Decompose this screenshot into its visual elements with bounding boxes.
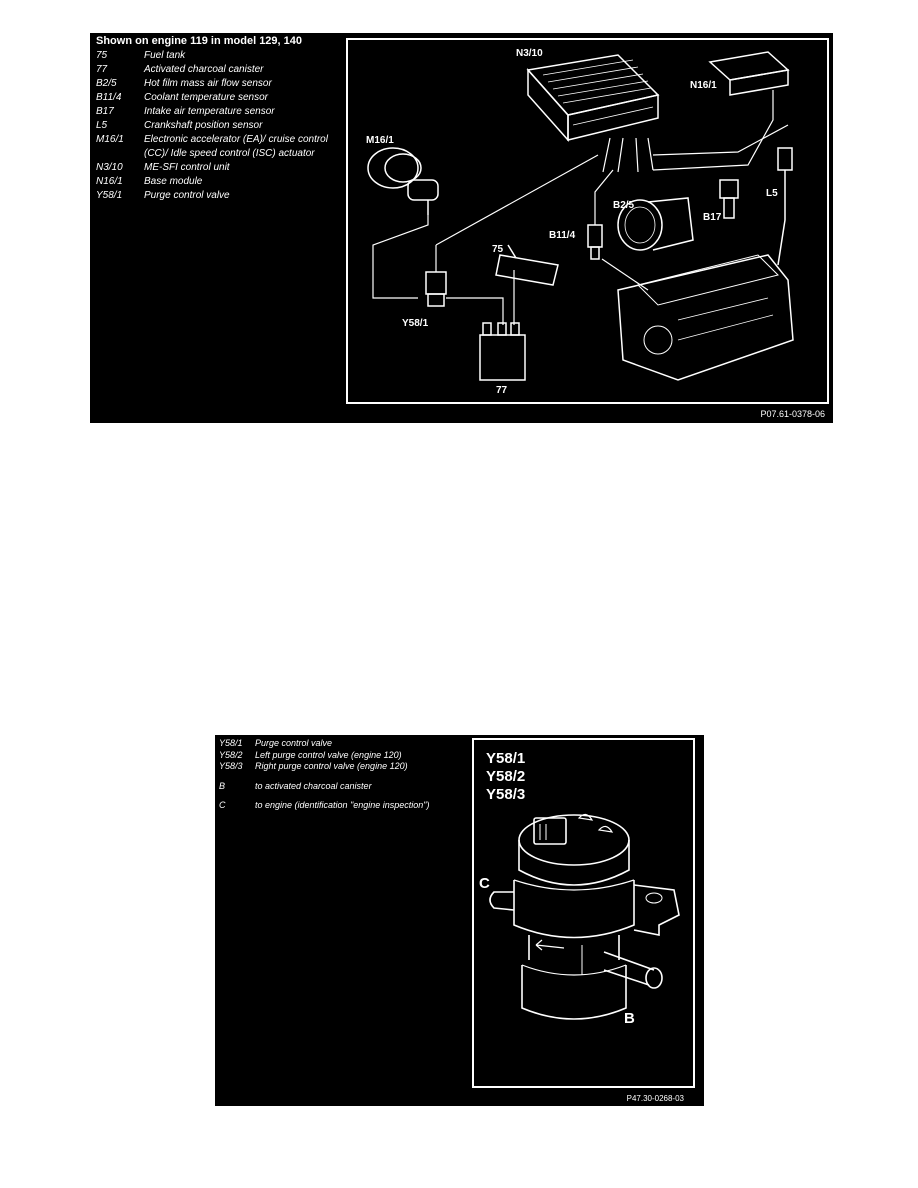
legend-row: Y58/1 Purge control valve (96, 189, 341, 203)
illustration-panel: Y58/1 Y58/2 Y58/3 (472, 738, 695, 1088)
legend-desc: Activated charcoal canister (144, 64, 264, 75)
engine-schematic-illustration (367, 51, 794, 381)
label-m16-1: M16/1 (366, 135, 394, 146)
label-75: 75 (492, 244, 504, 255)
legend-desc: Base module (144, 176, 203, 187)
legend-code: M16/1 (96, 134, 124, 145)
label-y58-1: Y58/1 (402, 318, 429, 329)
purge-valve-icon (425, 271, 447, 307)
legend-row: L5 Crankshaft position sensor (96, 119, 341, 133)
legend-desc: Left purge control valve (engine 120) (255, 749, 402, 760)
engine-component-diagram: Shown on engine 119 in model 129, 140 75… (90, 33, 833, 423)
label-n16-1: N16/1 (690, 80, 717, 91)
legend-code: Y58/1 (96, 190, 123, 201)
legend-desc: to activated charcoal canister (255, 780, 372, 791)
purge-valve-diagram: Y58/1 Purge control valve Y58/2 Left purge… (215, 735, 704, 1106)
fuel-tank-icon (495, 244, 559, 286)
label-y58-2: Y58/2 (486, 768, 526, 785)
legend-desc: Purge control valve (255, 738, 333, 748)
figure-id: P07.61-0378-06 (760, 409, 825, 419)
legend-row: N16/1 Base module (96, 175, 341, 189)
label-y58-3: Y58/3 (486, 786, 526, 803)
label-y58-1: Y58/1 (486, 750, 526, 767)
legend-desc: Electronic accelerator (EA)/ cruise cont… (144, 134, 328, 159)
engine-block-icon (617, 254, 794, 381)
legend-row: 77 Activated charcoal canister (96, 63, 341, 77)
label-b: B (624, 1010, 635, 1027)
legend-row: B2/5 Hot film mass air flow sensor (96, 77, 341, 91)
legend-row: N3/10 ME-SFI control unit (96, 161, 341, 175)
label-l5: L5 (766, 188, 778, 199)
legend-code: B17 (96, 106, 114, 117)
legend-desc: Purge control valve (144, 190, 230, 201)
legend-code: Y58/1 (219, 738, 243, 748)
air-flow-sensor-icon (617, 197, 694, 251)
legend-row: B11/4 Coolant temperature sensor (96, 91, 341, 105)
label-b11-4: B11/4 (549, 230, 576, 241)
legend-desc: Fuel tank (144, 50, 186, 61)
legend-row: 75 Fuel tank (96, 49, 341, 63)
legend-code: L5 (96, 120, 108, 131)
legend-row: Y58/1 Purge control valve (219, 738, 471, 750)
legend-desc: Crankshaft position sensor (144, 120, 263, 131)
legend-code: Y58/3 (219, 761, 243, 771)
legend-desc: Intake air temperature sensor (144, 106, 275, 117)
legend-code: 75 (96, 50, 108, 61)
label-b17: B17 (703, 212, 722, 223)
legend-code: C (219, 800, 226, 810)
label-n3-10: N3/10 (516, 48, 543, 59)
figure-id: P47.30-0268-03 (626, 1094, 684, 1103)
legend-desc: Right purge control valve (engine 120) (255, 761, 408, 771)
valve-legend: Y58/1 Purge control valve Y58/2 Left purge… (219, 738, 471, 812)
control-unit-icon (526, 54, 660, 142)
intake-air-sensor-icon (719, 179, 739, 219)
base-module-icon (708, 51, 790, 96)
label-b2-5: B2/5 (613, 200, 635, 211)
label-c: C (479, 875, 490, 892)
label-77: 77 (496, 385, 508, 396)
legend-desc: Coolant temperature sensor (144, 92, 268, 103)
legend-code: 77 (96, 64, 108, 75)
crankshaft-sensor-icon (777, 147, 793, 266)
coolant-sensor-icon (587, 224, 603, 260)
legend-code: N16/1 (96, 176, 123, 187)
throttle-actuator-icon (367, 147, 439, 215)
component-legend: Shown on engine 119 in model 129, 140 75… (96, 35, 341, 203)
legend-title: Shown on engine 119 in model 129, 140 (96, 35, 303, 47)
legend-code: Y58/2 (219, 749, 243, 760)
legend-desc: ME-SFI control unit (144, 162, 230, 173)
illustration-panel: N3/10 N16/1 M16/1 B2/5 B11/4 B17 L5 75 Y… (346, 38, 829, 404)
legend-row: B17 Intake air temperature sensor (96, 105, 341, 119)
purge-valve-illustration (489, 813, 680, 1020)
legend-row: Y58/3 Right purge control valve (engine 1… (219, 761, 471, 773)
legend-code: B11/4 (96, 92, 122, 103)
legend-code: B2/5 (96, 78, 117, 89)
legend-row: M16/1 Electronic accelerator (EA)/ cruise… (96, 133, 341, 161)
charcoal-canister-icon (479, 322, 526, 381)
legend-row: Y58/2 Left purge control valve (engine 12… (219, 750, 471, 762)
legend-desc: to engine (identification "engine inspec… (255, 800, 430, 810)
legend-code: B (219, 780, 226, 791)
legend-code: N3/10 (96, 162, 123, 173)
legend-desc: Hot film mass air flow sensor (144, 78, 272, 89)
